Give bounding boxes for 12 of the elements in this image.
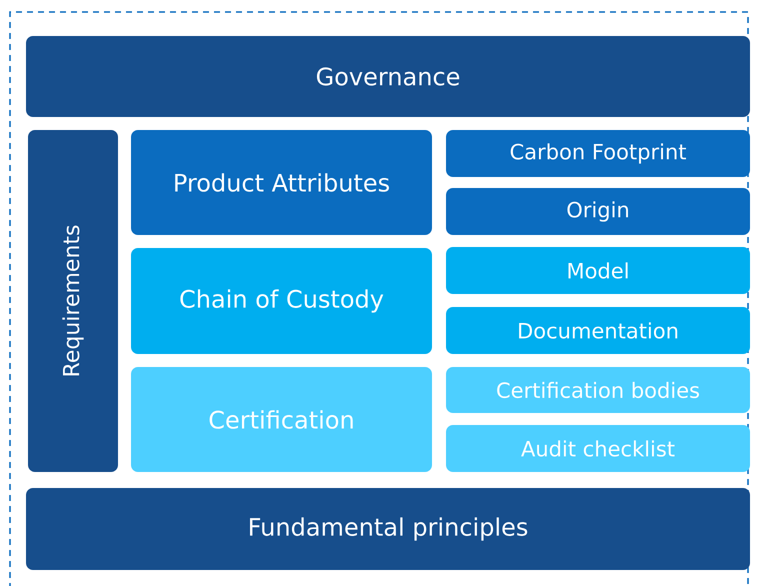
category-box: Audit checklist: [446, 425, 750, 472]
category-box: Product Attributes: [131, 130, 432, 235]
category-box: Certification bodies: [446, 367, 750, 413]
category-box: Origin: [446, 188, 750, 235]
category-box: Certification: [131, 367, 432, 472]
category-box: Carbon Footprint: [446, 130, 750, 177]
side-bar: Requirements: [28, 130, 118, 472]
category-box: Documentation: [446, 307, 750, 354]
category-box: Chain of Custody: [131, 248, 432, 354]
layer-band: Governance: [26, 36, 750, 117]
category-box: Model: [446, 247, 750, 294]
layer-band: Fundamental principles: [26, 488, 750, 570]
